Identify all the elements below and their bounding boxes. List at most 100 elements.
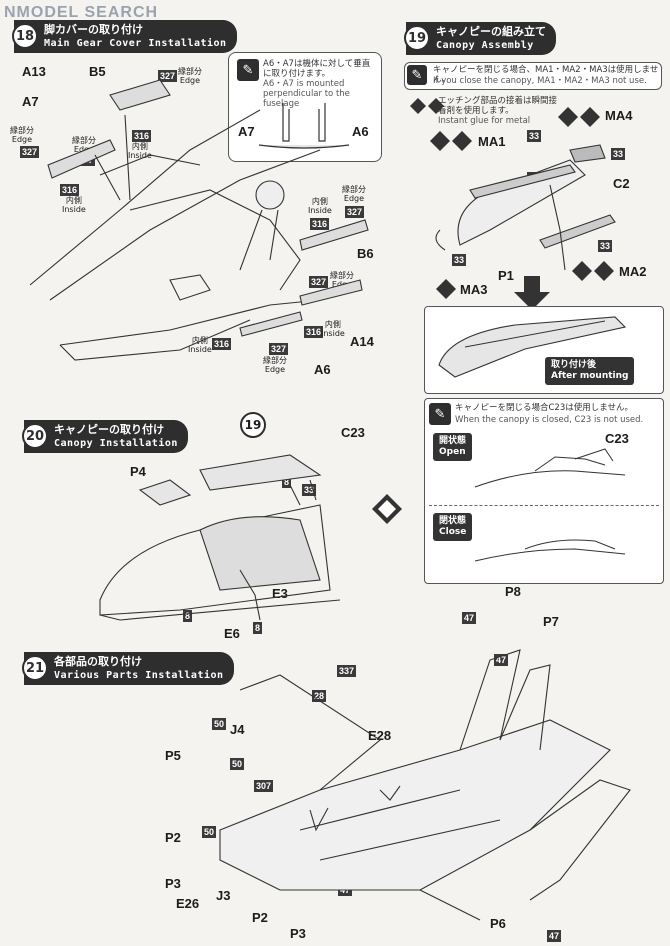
canopy-open-close-drawings (474, 448, 626, 562)
a6-a7-detail-drawing (258, 103, 350, 149)
paint-code: 33 (452, 254, 467, 266)
part-label: A6 (352, 124, 369, 139)
step-19-reference-badge: 19 (240, 412, 266, 438)
paint-code: 316 (310, 218, 330, 230)
step-18-header: 18 脚カバーの取り付け Main Gear Cover Installatio… (12, 20, 237, 53)
step-21-aircraft-drawing (219, 649, 631, 921)
paint-code: 327 (20, 146, 40, 158)
step-20-title-en: Canopy Installation (54, 438, 178, 449)
paint-code: 316 (212, 338, 232, 350)
step-18-title-jp: 脚カバーの取り付け (44, 23, 143, 36)
step-21-number: 21 (22, 655, 48, 681)
step-18-number: 18 (12, 23, 38, 49)
etching-note-jp: エッチング部品の接着は瞬間接着剤を使用します。 (438, 96, 558, 116)
paint-code: 8 (183, 610, 193, 622)
c23-note-jp: キャノピーを閉じる場合C23は使用しません。 (455, 403, 633, 413)
after-mounting-canopy-drawing (438, 316, 627, 378)
brush-icon: ✎ (237, 59, 259, 81)
paint-code: 327 (269, 343, 289, 355)
paint-code: 327 (309, 276, 329, 288)
paint-code: 337 (337, 665, 357, 677)
canopy-closed-note-box: ✎ キャノピーを閉じる場合、MA1・MA2・MA3は使用しません。 If you… (404, 62, 662, 90)
ma2-etching-icon (572, 261, 614, 281)
part-label: E6 (224, 626, 240, 641)
ma3-etching-icon (436, 279, 456, 299)
paint-code: 8 (253, 622, 263, 634)
part-label: P8 (505, 584, 521, 599)
step-19-number: 19 (404, 25, 430, 51)
paint-code: 316 (304, 326, 324, 338)
part-label: B6 (357, 246, 374, 261)
canopy-closed-note-jp: キャノピーを閉じる場合、MA1・MA2・MA3は使用しません。 (433, 65, 659, 85)
part-label: C23 (341, 425, 365, 440)
paint-code: 47 (547, 930, 562, 942)
down-arrow-icon (514, 276, 550, 310)
step-21-title-en: Various Parts Installation (54, 670, 224, 681)
step-19-title-jp: キャノピーの組み立て (436, 25, 546, 38)
part-label: P6 (490, 916, 506, 931)
step-20-number: 20 (22, 423, 48, 449)
step-19-canopy-drawing (435, 144, 616, 271)
etching-diamond-icon (372, 494, 402, 524)
paint-code: 327 (158, 70, 178, 82)
step-21-header: 21 各部品の取り付け Various Parts Installation (22, 652, 234, 685)
step-21-title-jp: 各部品の取り付け (54, 655, 142, 668)
paint-code: 50 (212, 718, 227, 730)
separator (429, 505, 659, 506)
part-label: P7 (543, 614, 559, 629)
c23-note-en: When the canopy is closed, C23 is not us… (455, 415, 644, 425)
part-label: P4 (130, 464, 146, 479)
part-label: P5 (165, 748, 181, 763)
a6-a7-note-box: ✎ A6・A7は機体に対して垂直に取り付けます。 A6・A7 is mounte… (228, 52, 382, 162)
part-label: P3 (165, 876, 181, 891)
paint-code: 33 (598, 240, 613, 252)
etching-note-en: Instant glue for metal (438, 116, 531, 126)
ma4-etching-icon (558, 107, 600, 127)
a6-a7-note-jp: A6・A7は機体に対して垂直に取り付けます。 (263, 59, 371, 79)
paint-code: 47 (462, 612, 477, 624)
paint-code: 316 (132, 130, 152, 142)
brush-icon: ✎ (407, 65, 427, 85)
etching-parts-icon (410, 98, 444, 114)
part-label: A13 (22, 64, 46, 79)
paint-code: 50 (202, 826, 217, 838)
part-label: A7 (22, 94, 39, 109)
paint-code: 8 (282, 476, 292, 488)
step-19-header: 19 キャノピーの組み立て Canopy Assembly (404, 22, 556, 55)
part-label: J3 (216, 888, 231, 903)
paint-code: 327 (345, 206, 365, 218)
brush-icon: ✎ (429, 403, 451, 425)
part-label: E26 (176, 896, 200, 911)
ma1-etching-icon (430, 131, 472, 151)
part-label: C23 (605, 431, 629, 446)
part-label: J4 (230, 722, 245, 737)
part-label: P3 (290, 926, 306, 941)
step-20-title-jp: キャノピーの取り付け (54, 423, 164, 436)
step-19-title-en: Canopy Assembly (436, 40, 534, 51)
part-label: MA2 (619, 264, 647, 279)
paint-code: 33 (527, 130, 542, 142)
part-label: P2 (252, 910, 268, 925)
watermark: NMODEL SEARCH (4, 4, 159, 21)
part-label: P1 (498, 268, 514, 283)
a6-a7-note-en: A6・A7 is mounted perpendicular to the fu… (263, 79, 350, 109)
paint-code: 307 (254, 780, 274, 792)
paint-code: 28 (312, 690, 327, 702)
part-label: MA4 (605, 108, 633, 123)
step-18-title-en: Main Gear Cover Installation (44, 38, 227, 49)
part-label: A14 (350, 334, 374, 349)
part-label: MA3 (460, 282, 488, 297)
paint-code: 316 (60, 184, 80, 196)
